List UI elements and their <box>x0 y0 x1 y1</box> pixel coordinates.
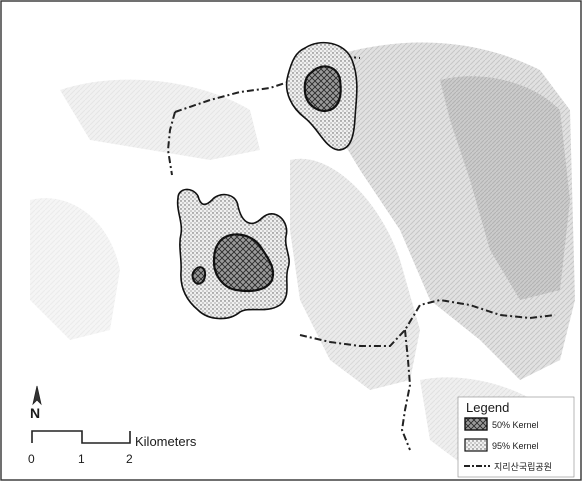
north-arrow-icon <box>32 385 42 406</box>
scale-bar-unit: Kilometers <box>135 434 197 449</box>
legend-symbol-95-kernel <box>464 438 488 452</box>
scale-bar: Kilometers 0 1 2 <box>28 430 197 466</box>
legend: Legend 50% Kernel 95% Kernel 지리산국립공원 <box>457 396 575 478</box>
scale-tick-0: 0 <box>28 452 35 466</box>
legend-symbol-50-kernel <box>464 417 488 431</box>
park-boundary <box>166 54 556 451</box>
kernel-50-areas <box>191 65 342 293</box>
north-arrow: N <box>30 385 42 421</box>
legend-label-boundary: 지리산국립공원 <box>494 462 552 472</box>
legend-title: Legend <box>466 400 509 415</box>
scale-tick-2: 2 <box>126 452 133 466</box>
scale-tick-1: 1 <box>78 452 85 466</box>
legend-label-50-kernel: 50% Kernel <box>492 420 539 430</box>
legend-label-95-kernel: 95% Kernel <box>492 441 539 451</box>
north-arrow-label: N <box>30 405 40 421</box>
